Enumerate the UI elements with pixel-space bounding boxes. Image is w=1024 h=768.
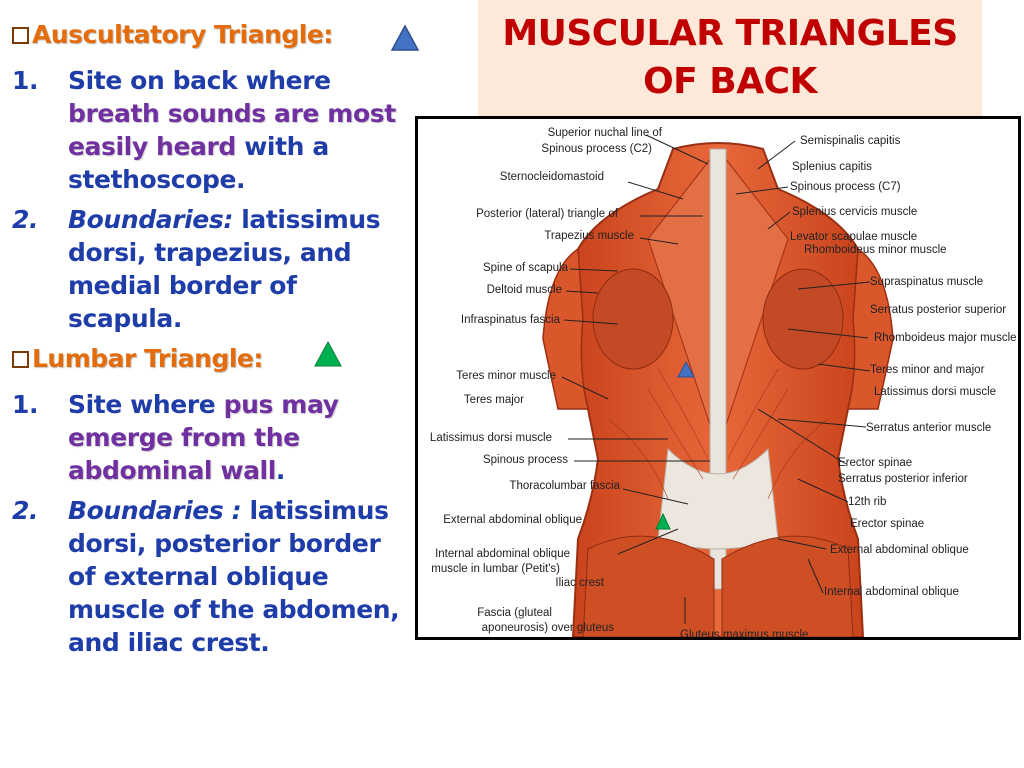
label-superior-nuchal-line: Superior nuchal line of: [547, 127, 662, 139]
label-iliac-crest: Iliac crest: [555, 577, 604, 589]
label-serratus-anterior: Serratus anterior muscle: [866, 422, 992, 434]
label-serratus-posterior-inferior: Serratus posterior inferior: [838, 473, 968, 485]
label-fascia-gluteal-2: aponeurosis) over gluteus: [481, 622, 614, 634]
label-semispinalis-capitis: Semispinalis capitis: [800, 135, 901, 147]
label-rhomboideus-major: Rhomboideus major muscle: [874, 332, 1017, 344]
label-spine-of-scapula: Spine of scapula: [482, 262, 568, 274]
label-erector-spinae-1: Erector spinae: [838, 457, 913, 469]
label-rhomboideus-minor: Rhomboideus minor muscle: [804, 244, 947, 256]
lumbar-item-1: 1. Site where pus may emerge from the ab…: [12, 390, 339, 485]
label-latissimus-dorsi-right: Latissimus dorsi muscle: [874, 386, 997, 398]
label-splenius-capitis: Splenius capitis: [792, 161, 872, 173]
label-spinous-process-c2: Spinous process (C2): [541, 143, 652, 155]
label-teres-minor-major: Teres minor and major: [870, 364, 985, 376]
label-teres-major: Teres major: [463, 394, 524, 406]
label-internal-oblique-left-2: muscle in lumbar (Petit's): [431, 563, 560, 575]
label-deltoid: Deltoid muscle: [486, 284, 562, 296]
lumbar-heading: Lumbar Triangle:: [12, 344, 263, 373]
label-splenius-cervicis: Splenius cervicis muscle: [792, 206, 918, 218]
label-levator-scapulae: Levator scapulae muscle: [790, 231, 918, 243]
label-trapezius: Trapezius muscle: [544, 230, 634, 242]
label-sternocleidomastoid: Sternocleidomastoid: [499, 171, 604, 183]
auscultatory-heading: Auscultatory Triangle:: [12, 20, 333, 49]
label-spinous-process: Spinous process: [482, 454, 568, 466]
blue-triangle-icon: [390, 24, 420, 51]
label-infraspinatus-fascia: Infraspinatus fascia: [460, 314, 560, 326]
leader-lines: [561, 134, 871, 624]
label-serratus-posterior-superior: Serratus posterior superior: [870, 304, 1007, 316]
slide-title: MUSCULAR TRIANGLES OF BACK: [502, 13, 958, 102]
label-latissimus-dorsi-left: Latissimus dorsi muscle: [429, 432, 552, 444]
auscultatory-marker: [677, 360, 695, 378]
label-gluteus-maximus: Gluteus maximus muscle: [680, 629, 809, 640]
title-box: MUSCULAR TRIANGLES OF BACK: [478, 0, 982, 118]
label-external-oblique-right: External abdominal oblique: [830, 544, 969, 556]
label-spinous-process-c7: Spinous process (C7): [790, 181, 901, 193]
label-internal-oblique-left-1: Internal abdominal oblique: [435, 548, 570, 560]
label-external-oblique-left: External abdominal oblique: [443, 514, 582, 526]
back-muscles-illustration: [542, 134, 894, 637]
auscultatory-item-1: 1. Site on back where breath sounds are …: [12, 66, 396, 194]
back-muscles-figure: Superior nuchal line of Spinous process …: [415, 116, 1021, 640]
lumbar-item-2: 2. Boundaries : latissimus dorsi, poster…: [12, 496, 400, 657]
square-checkbox-icon: [12, 351, 29, 368]
label-fascia-gluteal-1: Fascia (gluteal: [477, 607, 552, 619]
label-supraspinatus: Supraspinatus muscle: [870, 276, 984, 288]
auscultatory-item-2: 2. Boundaries: latissimus dorsi, trapezi…: [12, 205, 381, 333]
label-posterior-triangle: Posterior (lateral) triangle of: [476, 208, 618, 220]
square-checkbox-icon: [12, 27, 29, 44]
label-thoracolumbar-fascia: Thoracolumbar fascia: [509, 480, 620, 492]
label-12th-rib: 12th rib: [848, 496, 887, 508]
label-internal-oblique-right: Internal abdominal oblique: [824, 586, 959, 598]
green-triangle-icon: [314, 340, 342, 367]
label-teres-minor: Teres minor muscle: [456, 370, 556, 382]
label-erector-spinae-2: Erector spinae: [850, 518, 925, 530]
lumbar-marker: [655, 512, 671, 530]
